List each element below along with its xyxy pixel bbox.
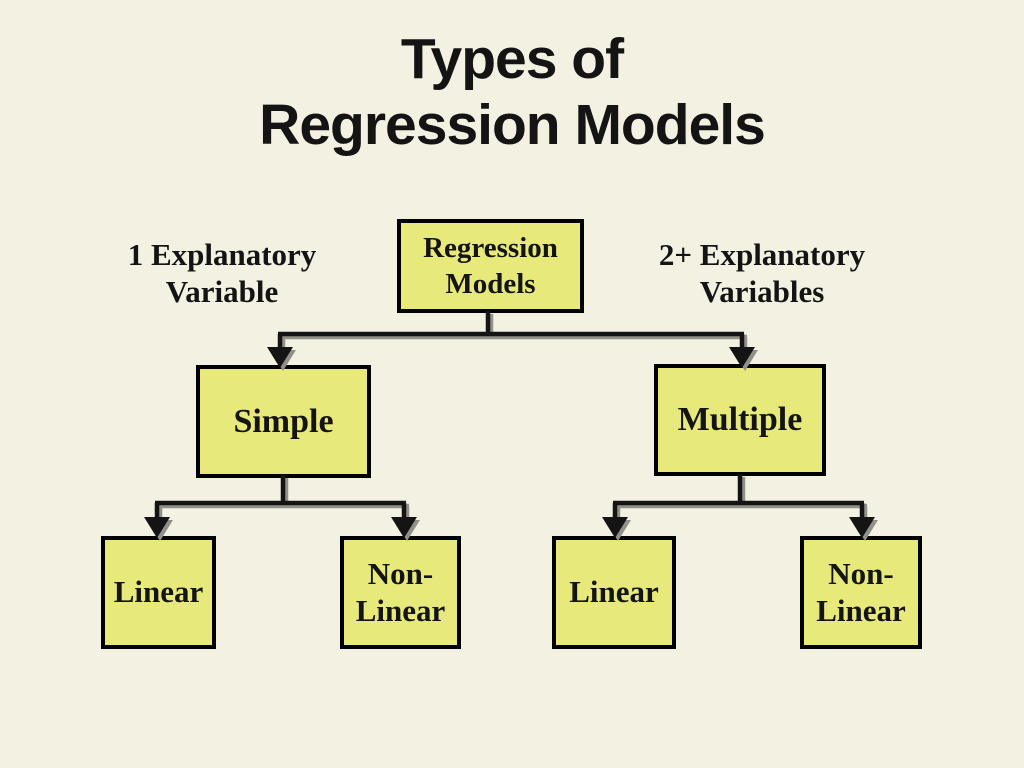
title-line-1: Types of — [400, 27, 624, 91]
node-simple: Simple — [196, 365, 371, 478]
node-multiple-linear: Linear — [552, 536, 676, 649]
connector-root-children — [267, 311, 755, 368]
connector-simple-children — [144, 475, 417, 538]
node-multiple: Multiple — [654, 364, 826, 476]
label-one-explanatory-variable: 1 Explanatory Variable — [127, 237, 317, 310]
connector-multiple-children — [602, 474, 875, 538]
node-multiple-nonlinear: Non- Linear — [800, 536, 922, 649]
label-two-plus-explanatory-variables: 2+ Explanatory Variables — [658, 237, 866, 310]
node-regression-models: Regression Models — [397, 219, 584, 313]
arrowhead-to-multiple-linear — [602, 517, 628, 538]
arrowhead-to-simple-linear — [144, 517, 170, 538]
node-simple-linear: Linear — [101, 536, 216, 649]
arrowhead-to-simple-nonlinear — [391, 517, 417, 538]
slide-title: Types of Regression Models — [0, 26, 1024, 158]
node-simple-nonlinear: Non- Linear — [340, 536, 461, 649]
arrowhead-to-multiple-nonlinear — [849, 517, 875, 538]
title-line-2: Regression Models — [259, 93, 766, 158]
